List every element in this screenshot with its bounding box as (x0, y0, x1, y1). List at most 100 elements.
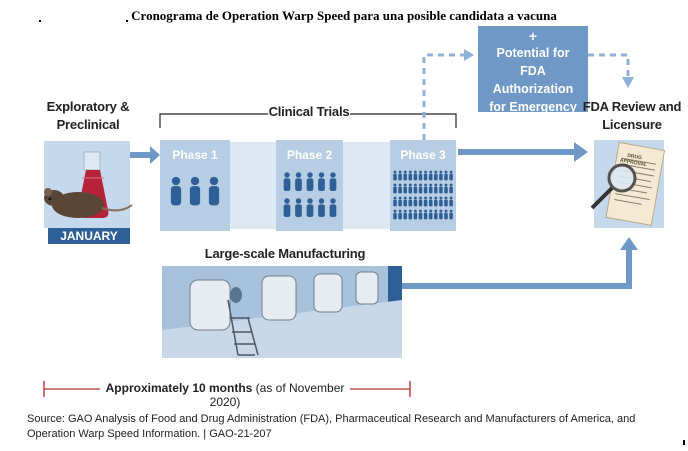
clinical-trials-label: Clinical Trials (268, 104, 350, 119)
person-icon (419, 196, 422, 200)
phase1-box (160, 140, 230, 231)
person-icon (408, 170, 412, 174)
person-icon (208, 186, 220, 206)
person-icon (434, 170, 438, 174)
timeline-duration: Approximately 10 months (105, 381, 253, 395)
person-icon (413, 186, 418, 194)
person-icon (423, 186, 428, 194)
mouse-flask-illustration (44, 141, 133, 244)
person-icon (413, 209, 417, 213)
phase2-label: Phase 2 (286, 148, 333, 162)
person-icon (444, 212, 448, 220)
person-icon (403, 209, 407, 213)
arrow-preclinical-to-phase1 (116, 146, 160, 164)
person-icon (408, 199, 413, 207)
timeline-bar (43, 381, 411, 397)
person-icon (429, 183, 433, 187)
person-icon (398, 186, 402, 194)
fda-emergency-use-box: + Potential for FDA Authorization for Em… (478, 26, 588, 132)
person-icon (318, 204, 325, 217)
person-icon (393, 209, 397, 213)
person-icon (444, 209, 448, 213)
person-icon (295, 172, 302, 178)
person-icon (318, 178, 325, 191)
person-icon (403, 170, 407, 174)
person-icon (403, 186, 407, 194)
person-icon (424, 183, 428, 187)
person-icon (398, 173, 402, 181)
person-icon (424, 209, 428, 213)
source-line-2: Operation Warp Speed Information. | GAO-… (27, 428, 272, 440)
person-icon (434, 183, 438, 187)
person-icon (398, 212, 402, 220)
person-icon (423, 199, 428, 207)
person-icon (408, 209, 412, 213)
fda-review-licensure-label: FDA Review and Licensure (582, 99, 682, 132)
person-icon (413, 212, 418, 220)
person-icon (330, 172, 336, 178)
person-icon (449, 170, 453, 174)
person-icon (307, 198, 313, 204)
phase3-label: Phase 3 (400, 148, 446, 162)
person-icon (419, 170, 422, 174)
fda-emergency-use-label: Potential for FDA Authorization for Emer… (489, 46, 577, 132)
person-icon (444, 183, 448, 187)
phase1-label: Phase 1 (172, 148, 218, 162)
person-icon (418, 199, 423, 207)
person-icon (330, 198, 336, 204)
person-icon (295, 178, 302, 191)
arrow-phase3-to-fda-review (458, 142, 588, 162)
person-icon (209, 176, 219, 186)
person-icon (439, 170, 443, 174)
person-icon (449, 199, 453, 207)
person-icon (424, 170, 428, 174)
person-icon (413, 196, 417, 200)
person-icon (403, 199, 407, 207)
clinical-trials-bracket (159, 113, 457, 128)
drug-approval-document-illustration (590, 140, 666, 228)
person-icon (439, 186, 443, 194)
phase-connector-band (343, 142, 390, 229)
arrow-manufacturing-to-fda-review (402, 237, 638, 289)
person-icon (434, 186, 438, 194)
person-icon (423, 212, 428, 220)
dotted-arrowhead-fda-review (622, 77, 634, 88)
person-icon (393, 196, 397, 200)
person-icon (449, 212, 453, 220)
person-icon (449, 173, 453, 181)
person-icon (403, 196, 407, 200)
person-icon (413, 183, 417, 187)
person-icon (444, 199, 448, 207)
person-icon (306, 204, 314, 217)
person-icon (283, 204, 291, 217)
person-icon (307, 172, 313, 178)
person-icon (393, 199, 397, 207)
person-icon (418, 186, 423, 194)
person-icon (449, 183, 453, 187)
person-icon (449, 186, 453, 194)
person-icon (393, 173, 397, 181)
person-icon (439, 196, 443, 200)
person-icon (434, 173, 438, 181)
person-icon (419, 209, 422, 213)
phase3-participants-icon (393, 170, 453, 220)
person-icon (171, 176, 181, 186)
person-icon (329, 178, 337, 191)
person-icon (408, 212, 413, 220)
person-icon (398, 170, 402, 174)
manufacturing-label: Large-scale Manufacturing (204, 246, 366, 261)
person-icon (190, 176, 200, 186)
person-icon (434, 199, 438, 207)
person-icon (424, 196, 428, 200)
person-icon (295, 198, 302, 204)
person-icon (398, 196, 402, 200)
person-icon (419, 183, 422, 187)
plus-icon: + (528, 28, 538, 44)
person-icon (408, 196, 412, 200)
person-icon (329, 204, 337, 217)
dotted-arrow-to-emergency (422, 53, 465, 140)
person-icon (449, 196, 453, 200)
person-icon (428, 186, 433, 194)
person-icon (413, 173, 418, 181)
source-line-1: Source: GAO Analysis of Food and Drug Ad… (27, 413, 636, 425)
